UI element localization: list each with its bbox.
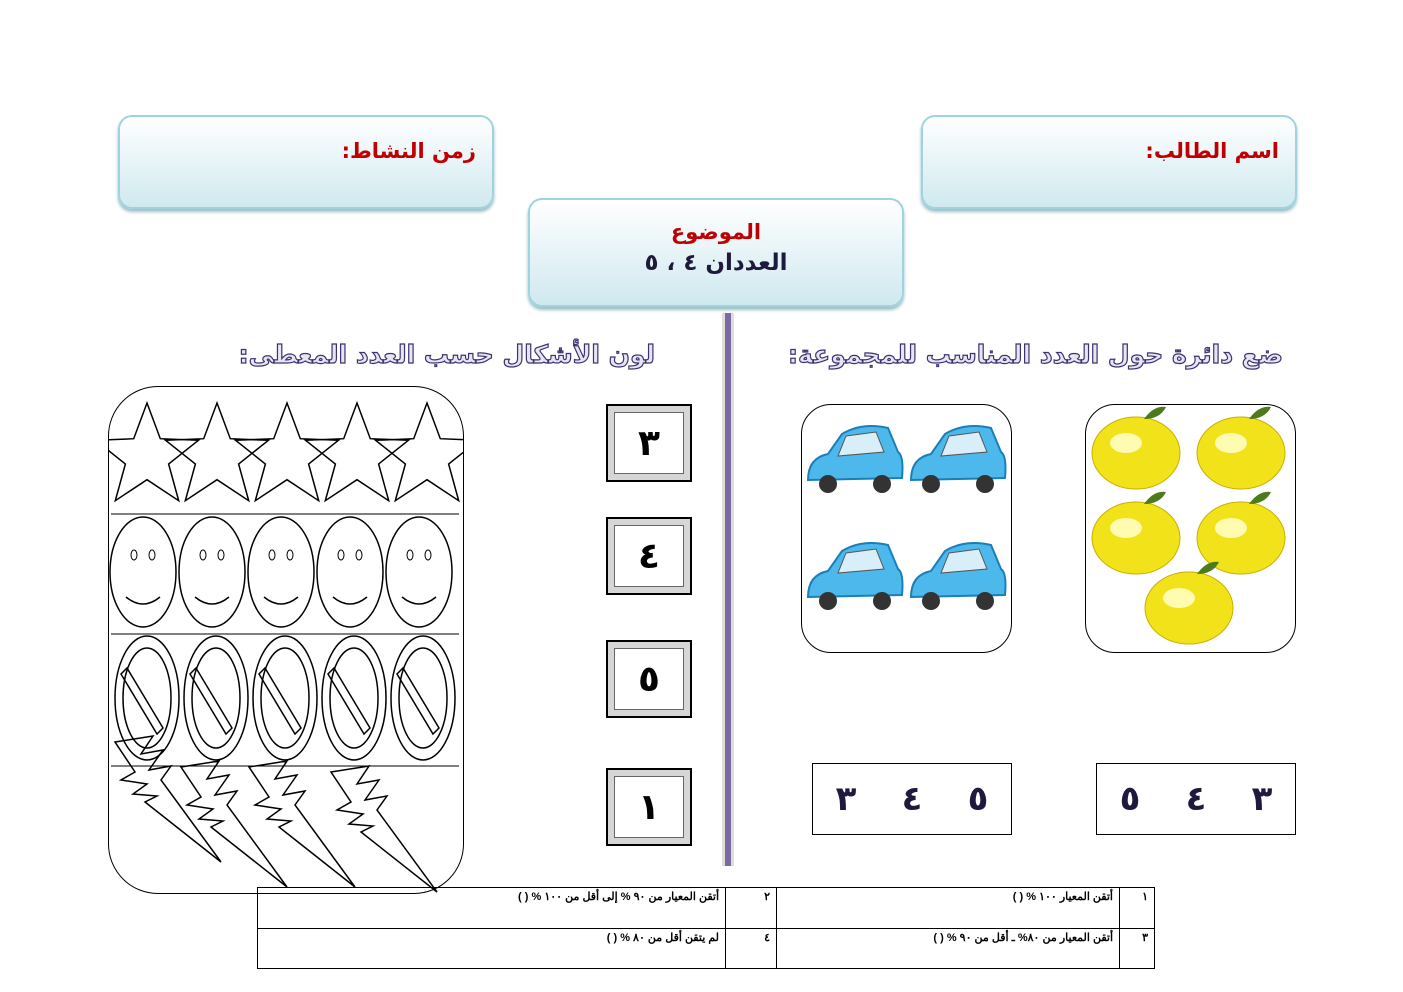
number: ١ bbox=[614, 776, 684, 838]
rubric-num: ٣ bbox=[1119, 927, 1155, 969]
rubric-text: أتقن المعيار من ٨٠% ـ أقل من ٩٠ % ( ) bbox=[776, 927, 1120, 969]
rubric-table: ١ أتقن المعيار ١٠٠ % ( ) ٢ أتقن المعيار … bbox=[257, 887, 1155, 969]
choice[interactable]: ٣ bbox=[1251, 779, 1273, 819]
table-row: ١ أتقن المعيار ١٠٠ % ( ) ٢ أتقن المعيار … bbox=[257, 887, 1155, 929]
rubric-text: لم يتقن أقل من ٨٠ % ( ) bbox=[257, 927, 726, 969]
number-box: ٥ bbox=[606, 640, 692, 718]
smiley-icon bbox=[385, 516, 453, 628]
student-name-box[interactable]: اسم الطالب: bbox=[921, 115, 1297, 209]
star-icon bbox=[303, 400, 411, 503]
choice[interactable]: ٥ bbox=[1119, 779, 1141, 819]
choice[interactable]: ٤ bbox=[1185, 779, 1207, 819]
car-group bbox=[801, 404, 1012, 653]
car-icon bbox=[806, 425, 904, 493]
number-box: ٤ bbox=[606, 517, 692, 595]
number-box: ٣ bbox=[606, 404, 692, 482]
lemon-group bbox=[1085, 404, 1296, 653]
car-answer-choices: ٥ ٤ ٣ bbox=[812, 763, 1012, 835]
lemon-icon bbox=[1144, 561, 1234, 645]
rubric-text: أتقن المعيار ١٠٠ % ( ) bbox=[776, 887, 1120, 929]
rubric-num: ٤ bbox=[725, 927, 777, 969]
lemon-icon bbox=[1091, 491, 1181, 575]
star-icon bbox=[93, 400, 201, 503]
lightning-icon bbox=[247, 759, 356, 888]
choice[interactable]: ٥ bbox=[967, 779, 989, 819]
no-sign-icon bbox=[252, 635, 318, 761]
lemon-answer-choices: ٣ ٤ ٥ bbox=[1096, 763, 1296, 835]
lightning-icon bbox=[179, 759, 288, 888]
number: ٤ bbox=[614, 525, 684, 587]
activity-time-label: زمن النشاط: bbox=[341, 139, 476, 163]
no-sign-icon bbox=[390, 635, 456, 761]
number-box: ١ bbox=[606, 768, 692, 846]
lemon-icon bbox=[1196, 491, 1286, 575]
rubric-text: أتقن المعيار من ٩٠ % إلى أقل من ١٠٠ % ( … bbox=[257, 887, 726, 929]
star-icon bbox=[373, 400, 481, 503]
topic-value: العددان ٤ ، ٥ bbox=[644, 250, 788, 276]
rubric-num: ٢ bbox=[725, 887, 777, 929]
star-icon bbox=[233, 400, 341, 503]
car-icon bbox=[909, 542, 1007, 610]
student-name-label: اسم الطالب: bbox=[1145, 139, 1279, 163]
smiley-icon bbox=[109, 516, 177, 628]
smiley-icon bbox=[247, 516, 315, 628]
shapes-frame bbox=[93, 386, 481, 894]
no-sign-icon bbox=[183, 635, 249, 761]
choice[interactable]: ٣ bbox=[835, 779, 857, 819]
topic-label: الموضوع bbox=[670, 220, 762, 244]
topic-box: الموضوع العددان ٤ ، ٥ bbox=[528, 198, 904, 307]
no-sign-icon bbox=[114, 635, 180, 761]
table-row: ٣ أتقن المعيار من ٨٠% ـ أقل من ٩٠ % ( ) … bbox=[257, 927, 1155, 969]
lightning-icon bbox=[329, 764, 438, 893]
lightning-icon bbox=[113, 734, 222, 863]
smiley-icon bbox=[178, 516, 246, 628]
rubric-num: ١ bbox=[1119, 887, 1155, 929]
right-instruction: ضع دائرة حول العدد المناسب للمجموعة: bbox=[787, 339, 1283, 369]
lemon-icon bbox=[1196, 406, 1286, 490]
activity-time-box[interactable]: زمن النشاط: bbox=[118, 115, 494, 209]
lemon-icon bbox=[1091, 406, 1181, 490]
choice[interactable]: ٤ bbox=[901, 779, 923, 819]
smiley-icon bbox=[316, 516, 384, 628]
left-instruction: لون الأشكال حسب العدد المعطى: bbox=[238, 339, 656, 369]
number: ٣ bbox=[614, 412, 684, 474]
divider bbox=[722, 313, 734, 866]
number: ٥ bbox=[614, 648, 684, 710]
car-icon bbox=[909, 425, 1007, 493]
car-icon bbox=[806, 542, 904, 610]
no-sign-icon bbox=[321, 635, 387, 761]
star-icon bbox=[163, 400, 271, 503]
